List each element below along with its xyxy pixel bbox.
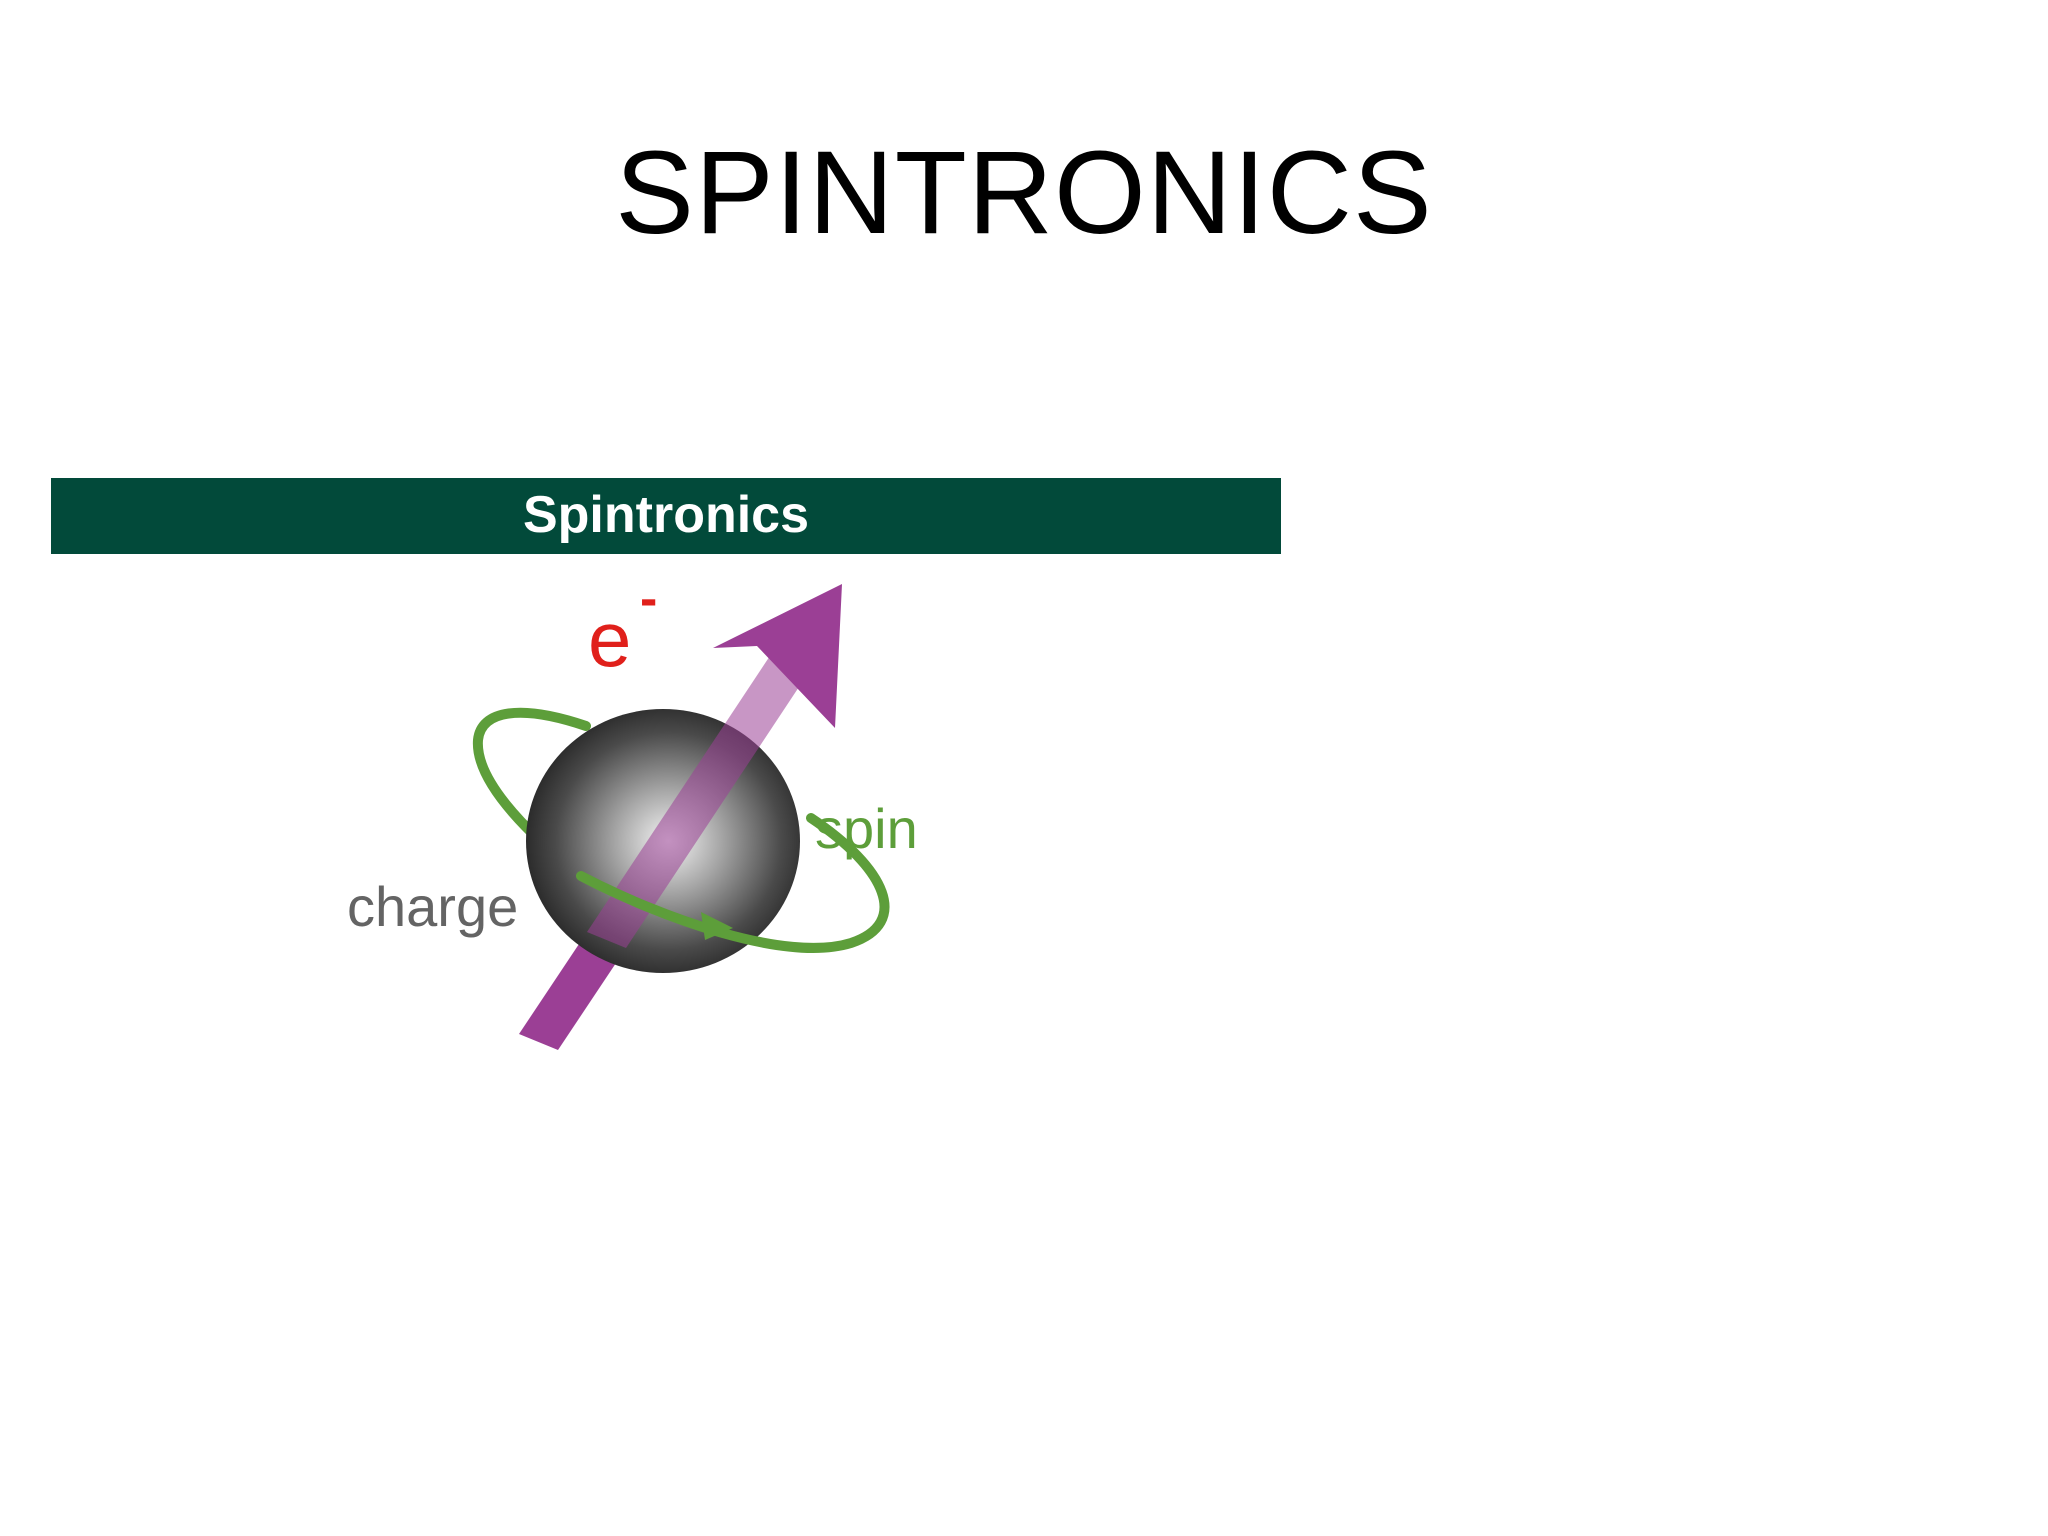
banner-background [51,478,1281,554]
figure-banner-title: Spintronics [522,486,810,544]
spintronics-figure: e - spin charge Spintronics [51,478,1281,1078]
spintronics-diagram: e - spin charge [51,478,1281,1050]
charge-label: charge [347,875,518,938]
spin-label: spin [815,797,918,860]
spin-ring-front [576,813,890,953]
spin-arrow-tail [519,932,626,1050]
slide-title: SPINTRONICS [615,127,1433,259]
electron-charge-sign: - [640,570,657,628]
spin-arrow-head [713,584,842,728]
electron-symbol: e [588,595,631,683]
spin-direction-arrowhead [701,912,733,940]
spin-arrow-shaft [587,615,836,948]
